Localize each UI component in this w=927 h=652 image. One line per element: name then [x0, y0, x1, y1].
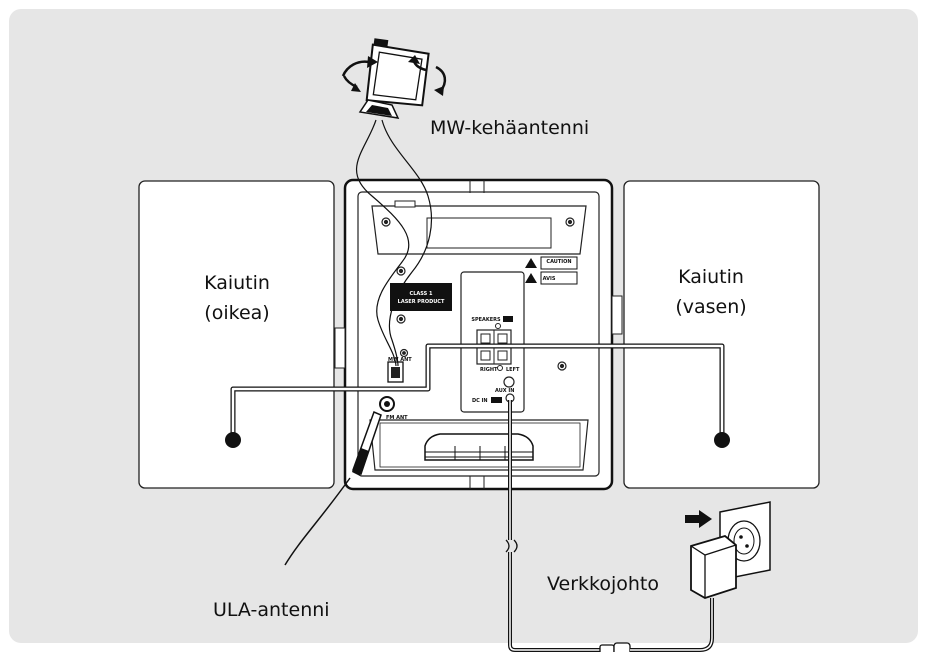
- mw-antenna-wire: [355, 119, 410, 367]
- speaker-right-label-line2: (oikea): [204, 302, 270, 324]
- fm-ant-marking: FM ANT: [386, 415, 408, 421]
- speaker-left-box: [623, 180, 820, 489]
- speaker-right-label-line1: Kaiutin: [204, 272, 270, 294]
- power-cord-label: Verkkojohto: [547, 573, 659, 595]
- speaker-right-socket: [225, 432, 241, 448]
- power-adapter: [690, 535, 737, 599]
- caution-label: CAUTION: [546, 259, 571, 265]
- speaker-cables: [230, 343, 725, 440]
- laser-label-line2: LASER PRODUCT: [398, 299, 445, 305]
- aux-in-marking: AUX IN: [495, 388, 514, 394]
- mw-antenna-label: MW-kehäantenni: [430, 117, 590, 139]
- dc-in-marking: DC IN: [472, 398, 488, 404]
- mw-ant-marking: MW ANT: [388, 357, 412, 363]
- fm-antenna: [284, 410, 382, 566]
- power-cord: [505, 400, 714, 652]
- speaker-left-label-line1: Kaiutin: [678, 266, 744, 288]
- left-marking: LEFT: [506, 367, 520, 373]
- fm-antenna-label: ULA-antenni: [213, 599, 330, 621]
- insert-arrow-icon: [685, 510, 712, 528]
- mw-loop-antenna: [341, 38, 447, 119]
- speaker-right-box: [138, 180, 335, 489]
- speaker-left-socket: [714, 432, 730, 448]
- laser-label-line1: CLASS 1: [410, 291, 433, 297]
- right-marking: RIGHT: [480, 367, 498, 373]
- avis-label: AVIS: [543, 276, 556, 282]
- main-unit: CLASS 1 LASER PRODUCT CAUTION AVIS SPEAK…: [334, 178, 623, 491]
- speakers-marking: SPEAKERS: [471, 317, 501, 323]
- speaker-left-label-line2: (vasen): [675, 296, 747, 318]
